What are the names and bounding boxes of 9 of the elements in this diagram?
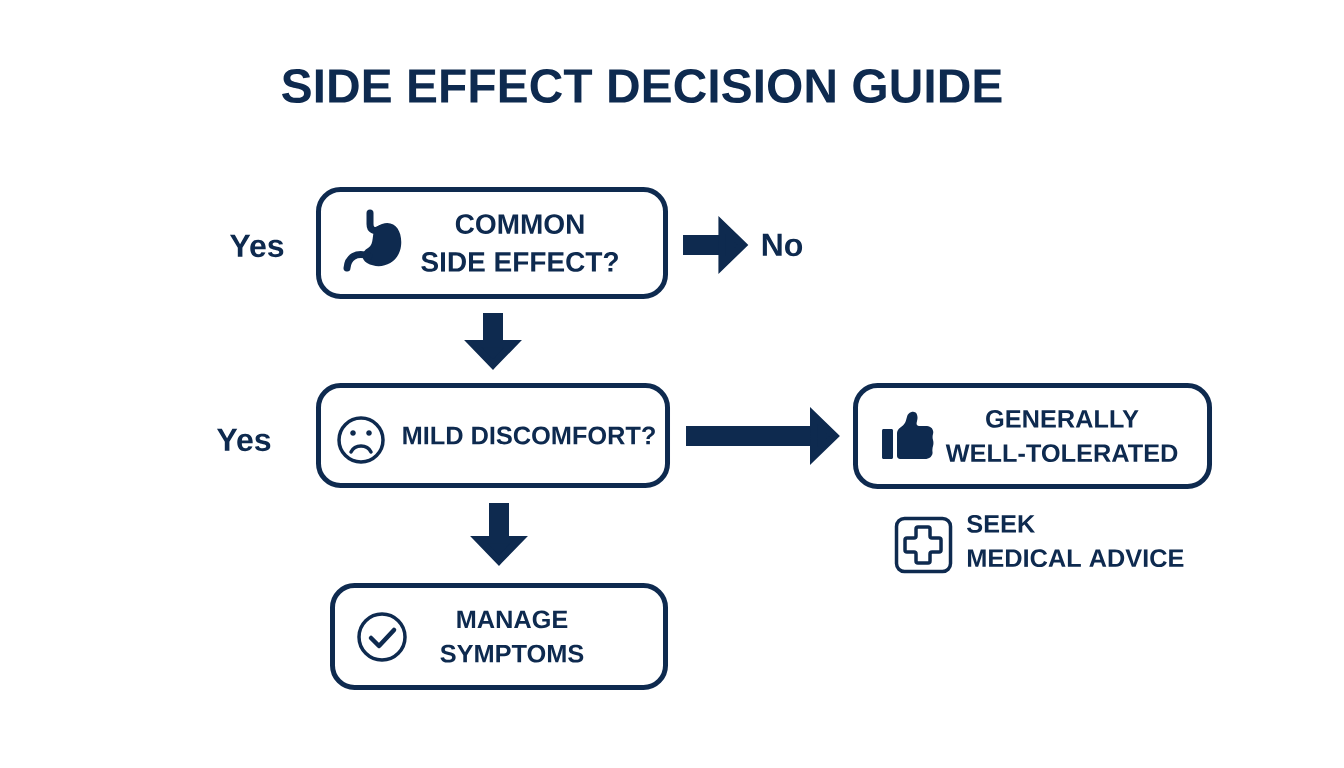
process-box: MANAGE SYMPTOMS (330, 583, 668, 690)
title: SIDE EFFECT DECISION GUIDE (282, 69, 1002, 103)
branch-label: Yes (229, 234, 284, 258)
branch-label: No (762, 233, 803, 257)
branch-label: Yes (216, 428, 271, 452)
process-box: MILD DISCOMFORT? (316, 383, 670, 488)
advice-text: SEEK MEDICAL ADVICE (967, 514, 1184, 568)
process-box: GENERALLY WELL-TOLERATED (853, 383, 1212, 489)
process-box: COMMON SIDE EFFECT? (316, 187, 668, 299)
